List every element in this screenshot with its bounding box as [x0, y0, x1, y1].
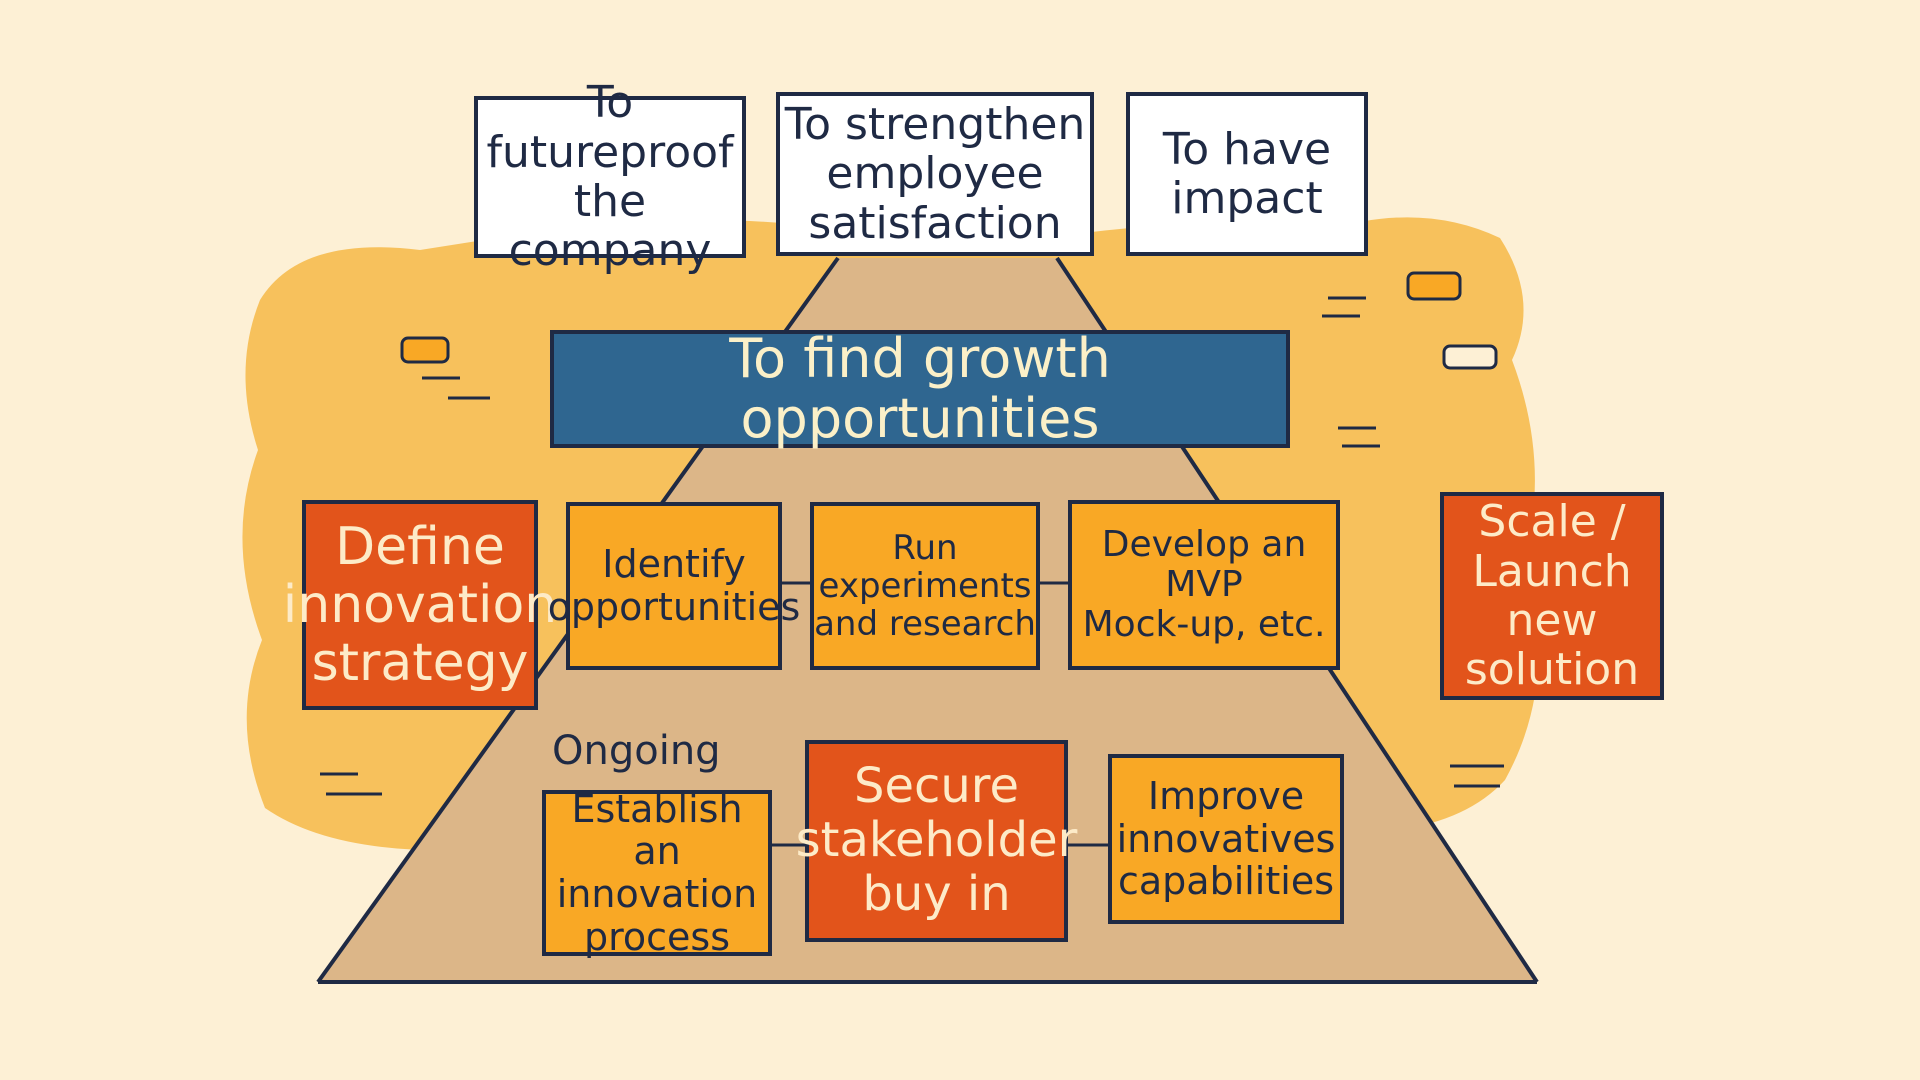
decorative-tag	[400, 336, 450, 364]
goal-employee-satisfaction-text: To strengthen employee satisfaction	[784, 99, 1086, 249]
step-develop-mvp: Develop an MVP Mock-up, etc.	[1068, 500, 1340, 670]
ongoing-secure-buy-in-text: Secure stakeholder buy in	[795, 758, 1078, 922]
goal-futureproof: To futureproof the company	[474, 78, 746, 275]
goal-futureproof-text: To futureproof the company	[486, 77, 734, 277]
ongoing-label: Ongoing	[552, 728, 721, 774]
ongoing-improve-capabilities-text: Improve innovatives capabilities	[1116, 774, 1336, 904]
goal-impact-text: To have impact	[1162, 123, 1332, 224]
ongoing-establish-process: Establish an innovation process	[542, 786, 772, 959]
goal-impact: To have impact	[1126, 92, 1368, 256]
step-define-strategy: Define innovation strategy	[283, 500, 557, 710]
mission-text: To find growth opportunities	[729, 326, 1111, 450]
ongoing-establish-process-text: Establish an innovation process	[556, 786, 758, 959]
step-define-strategy-text: Define innovation strategy	[282, 516, 558, 694]
step-scale-launch-text: Scale / Launch new solution	[1464, 496, 1640, 696]
step-scale-launch: Scale / Launch new solution	[1440, 492, 1664, 700]
decorative-tag	[1442, 344, 1498, 370]
step-identify-opportunities-text: Identify opportunities	[547, 542, 801, 629]
decorative-tag	[1406, 271, 1462, 301]
ongoing-improve-capabilities: Improve innovatives capabilities	[1108, 754, 1344, 924]
goal-employee-satisfaction: To strengthen employee satisfaction	[776, 92, 1094, 256]
step-run-experiments: Run experiments and research	[810, 502, 1040, 670]
step-run-experiments-text: Run experiments and research	[814, 527, 1036, 645]
mission-banner: To find growth opportunities	[550, 326, 1290, 450]
step-identify-opportunities: Identify opportunities	[548, 502, 800, 670]
ongoing-secure-buy-in: Secure stakeholder buy in	[796, 740, 1077, 942]
step-develop-mvp-text: Develop an MVP Mock-up, etc.	[1082, 523, 1326, 646]
